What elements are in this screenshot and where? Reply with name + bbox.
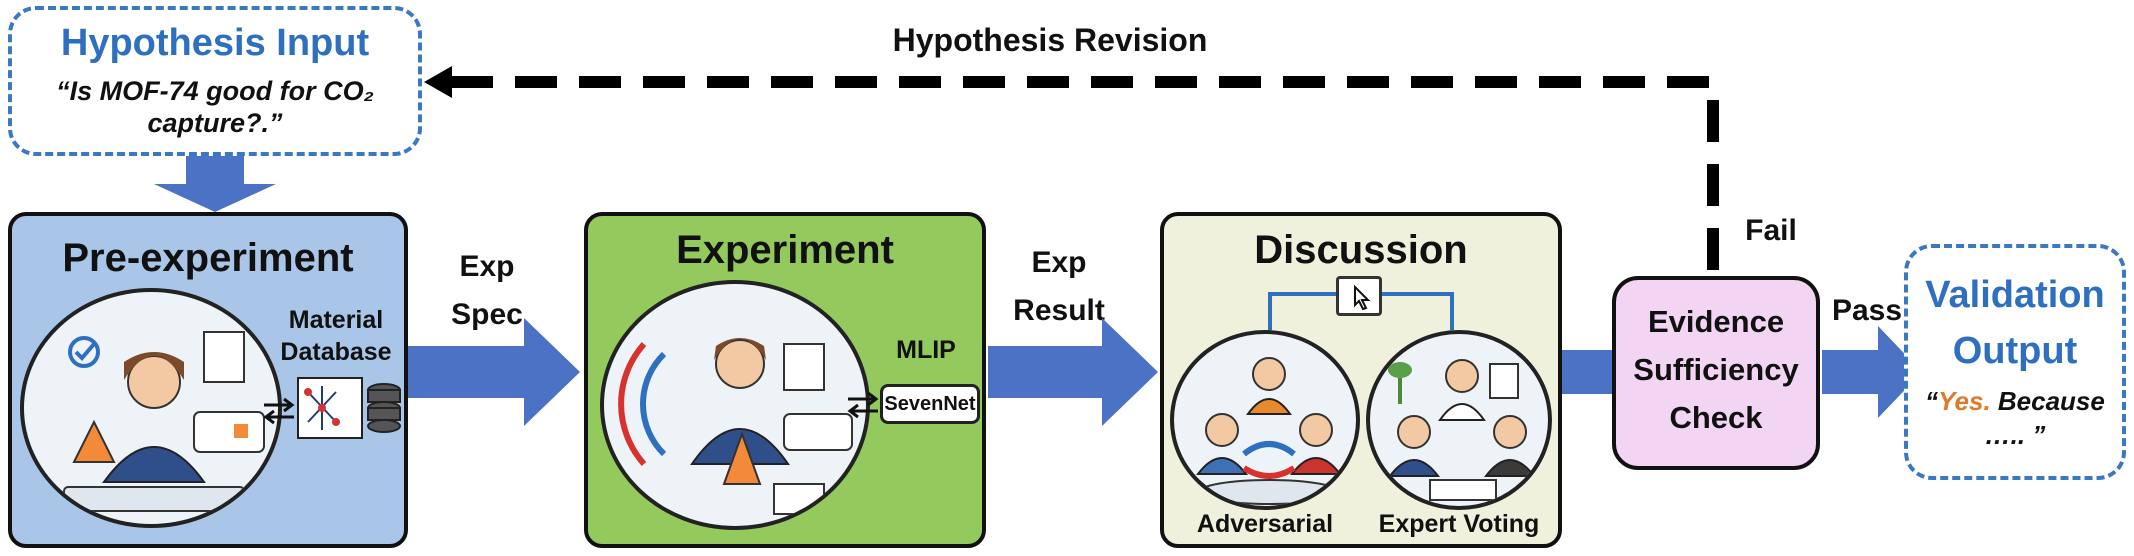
evidence-check-line3: Check <box>1669 400 1763 435</box>
pointer-click-icon <box>1336 276 1382 316</box>
hypothesis-input-box <box>8 6 422 156</box>
validation-output-quote-line2: ….. ” <box>1984 420 2046 450</box>
sevennet-prefix: Seven <box>884 393 944 415</box>
sevennet-logo: SevenNet <box>880 384 980 424</box>
evidence-check-line2: Sufficiency <box>1633 352 1799 387</box>
material-database-icon <box>297 377 401 439</box>
down-arrow-icon <box>154 156 276 212</box>
adversarial-label: Adversarial <box>1196 510 1334 538</box>
arrow-right-icon <box>1822 326 1922 418</box>
exp-result-line2: Result <box>1013 294 1105 327</box>
evidence-check-line1: Evidence <box>1647 304 1785 339</box>
hypothesis-input-quote-line2: capture?.” <box>147 108 283 138</box>
material-database-label-line1: Material <box>288 306 384 334</box>
fail-label: Fail <box>1745 214 1797 247</box>
sevennet-suffix: Net <box>943 393 976 415</box>
experiment-title: Experiment <box>676 228 894 272</box>
validation-output-box <box>1904 244 2126 480</box>
arrow-right-icon <box>988 318 1158 426</box>
hypothesis-input-title: Hypothesis Input <box>60 22 370 64</box>
expert-voting-label: Expert Voting <box>1378 510 1540 538</box>
scientist-illustration <box>20 288 282 528</box>
validation-output-title-line2: Output <box>1952 330 2078 372</box>
discussion-title: Discussion <box>1254 228 1468 272</box>
exchange-arrows-icon <box>847 391 879 419</box>
hypothesis-revision-label: Hypothesis Revision <box>892 22 1208 58</box>
exp-spec-line1: Exp <box>459 250 515 283</box>
exchange-arrows-icon <box>263 397 295 425</box>
expert-voting-illustration <box>1366 330 1552 510</box>
adversarial-illustration <box>1170 330 1360 510</box>
pass-label: Pass <box>1831 294 1903 327</box>
validation-yes: Yes. <box>1938 386 1991 416</box>
arrow-right-icon <box>408 318 580 426</box>
hypothesis-revision-dashed-arrow <box>424 66 1719 270</box>
exp-result-line1: Exp <box>1031 246 1087 279</box>
validation-because: Because <box>1990 386 2105 416</box>
experimenter-illustration <box>600 280 870 530</box>
mlip-label: MLIP <box>896 336 956 364</box>
exp-spec-line2: Spec <box>451 298 523 331</box>
evidence-check-box <box>1612 276 1820 470</box>
validation-open-quote: “ <box>1925 386 1939 416</box>
pre-experiment-title: Pre-experiment <box>62 236 354 280</box>
validation-output-quote-line1: “Yes. Because <box>1904 386 2126 417</box>
validation-output-title-line1: Validation <box>1925 274 2105 316</box>
material-database-label-line2: Database <box>280 338 392 366</box>
hypothesis-input-quote-line1: “Is MOF-74 good for CO₂ <box>56 76 374 106</box>
